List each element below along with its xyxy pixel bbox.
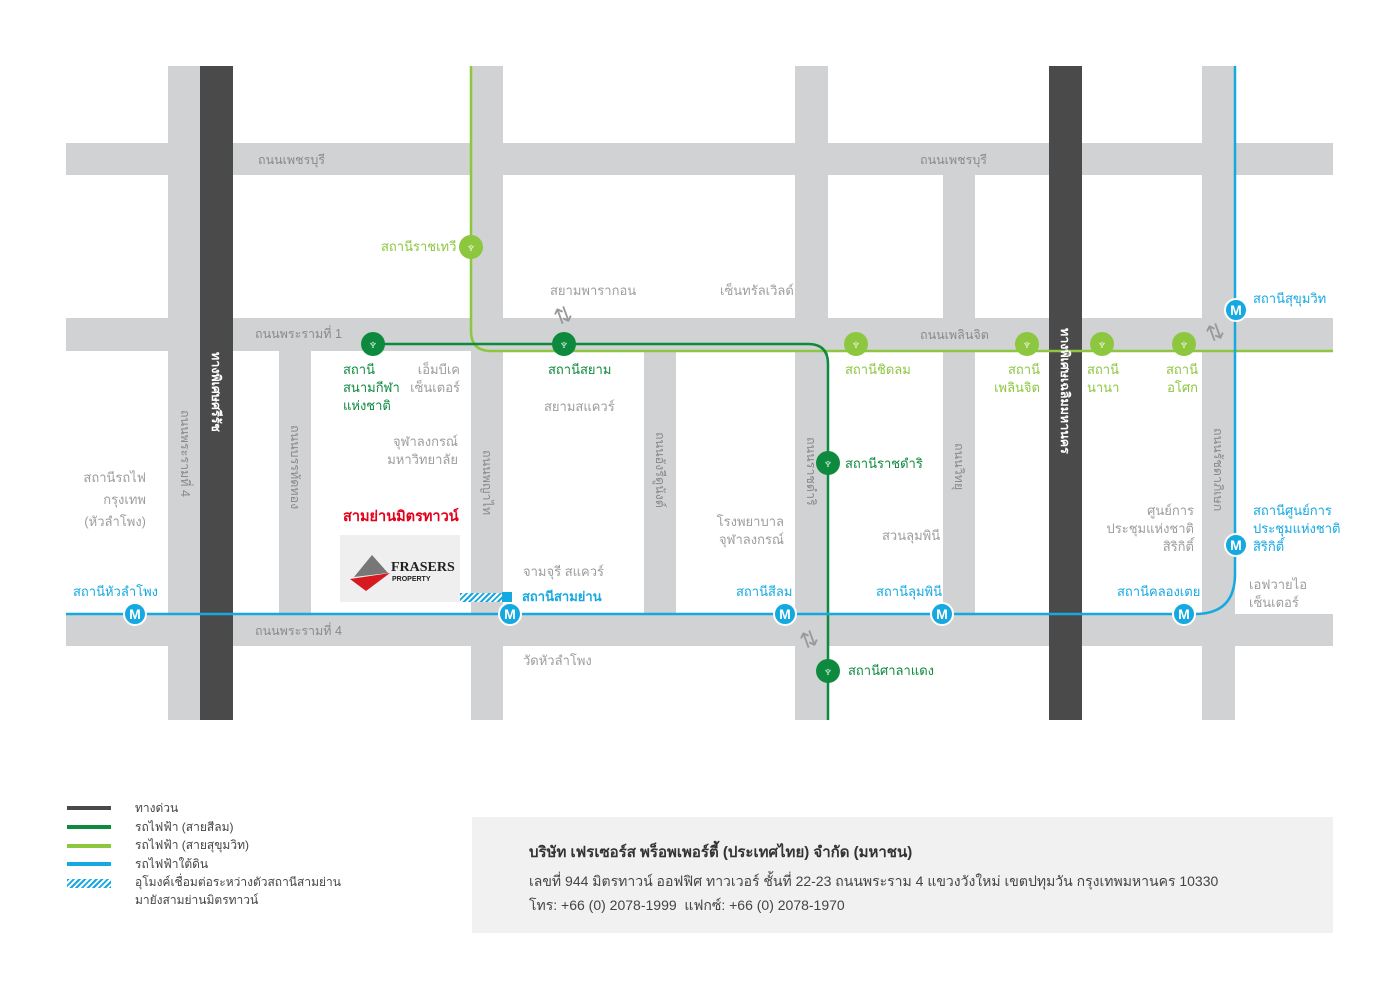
legend-swatch-expressway	[67, 806, 111, 810]
station-label-lumphini: สถานีลุมพินี	[876, 584, 942, 599]
road-label-witthayu: ถนนวิทยุ	[952, 443, 966, 491]
station-label-national-stadium: สถานี สนามกีฬา แห่งชาติ	[343, 362, 400, 413]
landmark-chamchuri: จามจุรี สแควร์	[523, 564, 604, 579]
road-rama4-vertical	[168, 66, 200, 720]
road-label-ratchadaphisek: ถนนรัชดาภิเษก	[1211, 428, 1225, 512]
bts-icon-nana[interactable]: ♆	[1090, 332, 1114, 356]
landmark-mbk: เอ็มบีเค เซ็นเตอร์	[410, 362, 460, 395]
logo-subtext: PROPERTY	[392, 576, 431, 583]
landmark-siam-square: สยามสแควร์	[544, 399, 615, 414]
road-witthayu	[943, 175, 975, 614]
mrt-icon-silom[interactable]: M	[773, 602, 797, 626]
legend-label-silom: รถไฟฟ้า (สายสีลม)	[135, 820, 234, 834]
road-ratchadamri	[795, 66, 828, 720]
station-label-khlongtoei: สถานีคลองเตย	[1117, 584, 1201, 599]
legend-swatch-tunnel	[67, 879, 111, 888]
company-contact: โทร: +66 (0) 2078-1999 แฟกซ์: +66 (0) 20…	[529, 897, 845, 913]
road-label-phaya-thai: ถนนพญาไท	[480, 450, 494, 516]
station-label-ratchadamri: สถานีราชดำริ	[845, 456, 923, 471]
station-label-chitlom: สถานีชิดลม	[845, 362, 911, 377]
road-label-rama1: ถนนพระรามที่ 1	[255, 327, 342, 341]
road-label-henri-dunant: ถนนอังรีดูนังต์	[653, 432, 667, 508]
road-ratchadaphisek	[1202, 66, 1235, 720]
landmark-lumphini-park: สวนลุมพินี	[882, 528, 941, 543]
frasers-logo[interactable]: FRASERS PROPERTY	[340, 535, 460, 602]
station-label-samyan: สถานีสามย่าน	[522, 589, 602, 604]
sukhumvit-line	[469, 66, 1333, 353]
station-label-nana: สถานี นานา	[1087, 362, 1120, 395]
mrt-icon-lumphini[interactable]: M	[930, 602, 954, 626]
road-henri-dunant	[644, 351, 676, 614]
landmark-fyi-center: เอฟวายไอ เซ็นเตอร์	[1249, 577, 1308, 610]
logo-text: FRASERS	[391, 560, 455, 575]
road-rama4	[66, 614, 1333, 646]
bts-icon-asok[interactable]: ♆	[1172, 332, 1196, 356]
legend-swatch-silom	[67, 825, 111, 829]
expressway-label-chalerm: ทางพิเศษเฉลิมมหานคร	[1058, 328, 1072, 454]
expressway-label-sirat: ทางพิเศษศรีรัช	[209, 352, 223, 432]
bts-icon-siam[interactable]: ♆	[552, 332, 576, 356]
mrt-icon-khlongtoei[interactable]: M	[1172, 602, 1196, 626]
legend-label-sukhumvit: รถไฟฟ้า (สายสุขุมวิท)	[135, 838, 249, 852]
mrt-icon-sukhumvit[interactable]: M	[1224, 298, 1248, 322]
landmark-central-world: เซ็นทรัลเวิลด์	[720, 283, 794, 298]
legend-swatch-sukhumvit	[67, 844, 111, 848]
tunnel-connection	[460, 593, 502, 602]
landmark-chula-hospital: โรงพยาบาล จุฬาลงกรณ์	[716, 514, 784, 547]
road-label-phetchaburi: ถนนเพชรบุรี	[258, 153, 326, 167]
bts-icon-chitlom[interactable]: ♆	[844, 332, 868, 356]
legend-label-tunnel: อุโมงค์เชื่อมต่อระหว่างตัวสถานีสามย่าน	[135, 875, 341, 889]
station-label-saladaeng: สถานีศาลาแดง	[848, 663, 934, 678]
mrt-line	[66, 66, 1237, 616]
legend-label-tunnel-2: มายังสามย่านมิตรทาวน์	[135, 893, 259, 907]
station-label-silom: สถานีสีลม	[736, 584, 793, 599]
road-phetchaburi	[66, 143, 1333, 175]
road-rama1	[66, 318, 1333, 351]
landmark-wat-hualamphong: วัดหัวลำโพง	[523, 653, 592, 668]
station-label-ratchathewi: สถานีราชเทวี	[381, 239, 457, 254]
frasers-logo-mark-icon	[350, 555, 390, 591]
silom-line	[373, 342, 830, 720]
station-label-qsncc: สถานีศูนย์การ ประชุมแห่งชาติ สิริกิติ์	[1253, 503, 1341, 554]
bts-icon-national-stadium[interactable]: ♆	[361, 332, 385, 356]
bts-icon-phloenchit[interactable]: ♆	[1015, 332, 1039, 356]
company-info-box: บริษัท เฟรเซอร์ส พร็อพเพอร์ตี้ (ประเทศไท…	[472, 817, 1333, 933]
legend-swatch-mrt	[67, 862, 111, 866]
road-label-ratchadamri: ถนนราชดำริ	[804, 437, 818, 506]
station-label-sukhumvit: สถานีสุขุมวิท	[1253, 291, 1327, 306]
expressway-chalerm	[1049, 66, 1082, 720]
landmark-siam-paragon: สยามพารากอน	[550, 283, 637, 298]
station-label-siam: สถานีสยาม	[548, 362, 612, 377]
expressway-sirat	[200, 66, 233, 720]
legend-label-expressway: ทางด่วน	[135, 801, 179, 815]
road-label-phetchaburi: ถนนเพชรบุรี	[920, 153, 988, 167]
station-label-hualamphong: สถานีหัวลำโพง	[73, 584, 159, 599]
road-banthat-thong	[279, 351, 311, 614]
station-label-asok: สถานี อโศก	[1166, 362, 1198, 395]
road-phaya-thai	[471, 66, 503, 720]
landmark-chula-univ: จุฬาลงกรณ์ มหาวิทยาลัย	[387, 434, 458, 467]
company-address: เลขที่ 944 มิตรทาวน์ ออฟฟิศ ทาวเวอร์ ชั้…	[529, 873, 1219, 889]
road-label-rama4: ถนนพระรามที่ 4	[255, 624, 342, 638]
mrt-icon-qsncc[interactable]: M	[1224, 533, 1248, 557]
tunnel-end-marker	[502, 592, 512, 602]
destination-title: สามย่านมิตรทาวน์	[343, 509, 459, 525]
legend-label-mrt: รถไฟฟ้าใต้ดิน	[135, 857, 209, 871]
road-label-banthat-thong: ถนนบรรทัดทอง	[288, 425, 302, 510]
landmark-qsncc: ศูนย์การ ประชุมแห่งชาติ สิริกิติ์	[1106, 503, 1194, 554]
landmark-hualamphong-rail: สถานีรถไฟ กรุงเทพ (หัวลำโพง)	[83, 470, 146, 529]
bts-icon-ratchathewi[interactable]: ♆	[459, 235, 483, 259]
station-label-phloenchit: สถานี เพลินจิต	[994, 362, 1040, 395]
company-name: บริษัท เฟรเซอร์ส พร็อพเพอร์ตี้ (ประเทศไท…	[529, 844, 913, 861]
road-label-rama4-vertical: ถนนพระรามที่ 4	[178, 410, 192, 497]
mrt-icon-hualamphong[interactable]: M	[123, 602, 147, 626]
road-label-ploenchit: ถนนเพลินจิต	[920, 328, 989, 342]
bts-icon-ratchadamri[interactable]: ♆	[816, 451, 840, 475]
mrt-icon-samyan[interactable]: M	[498, 602, 522, 626]
bts-icon-saladaeng[interactable]: ♆	[816, 659, 840, 683]
